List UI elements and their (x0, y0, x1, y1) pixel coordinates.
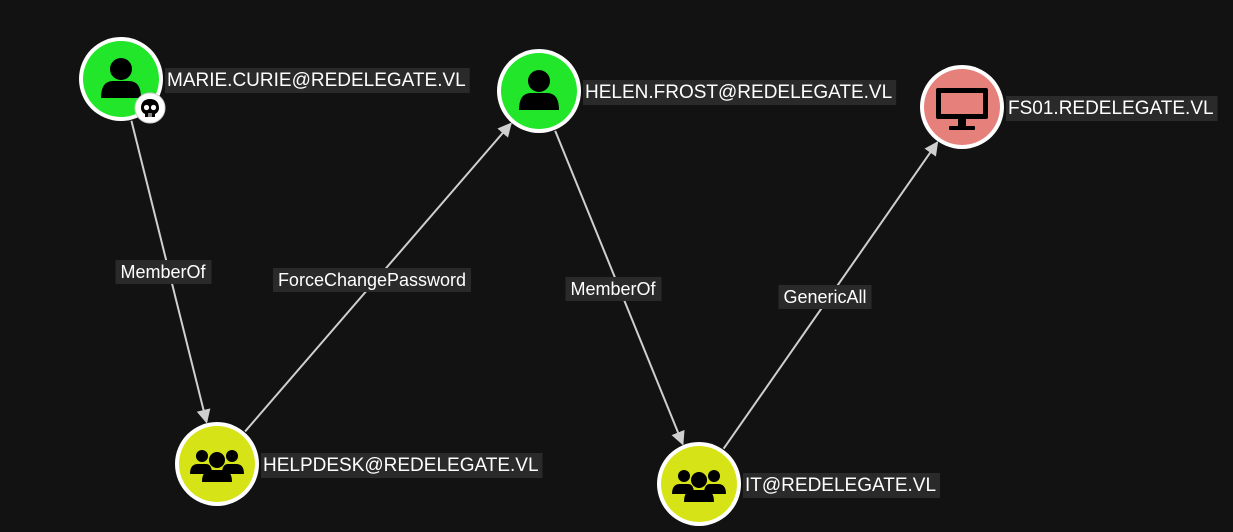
edge-label[interactable]: ForceChangePassword (278, 270, 466, 290)
edge-label[interactable]: MemberOf (120, 262, 206, 282)
edge-helpdesk-helen[interactable]: ForceChangePassword (244, 122, 512, 433)
edge-label-background (778, 285, 872, 309)
edge-helen-it[interactable]: MemberOf (554, 130, 685, 446)
node-label-background (583, 80, 897, 105)
edge-it-fs01[interactable]: GenericAll (722, 141, 939, 450)
node-label[interactable]: MARIE.CURIE@REDELEGATE.VL (167, 70, 466, 91)
node-helen[interactable]: HELEN.FROST@REDELEGATE.VL (497, 49, 897, 133)
edge-label[interactable]: MemberOf (570, 279, 656, 299)
node-fs01[interactable]: FS01.REDELEGATE.VL (920, 65, 1218, 149)
node-label-background (1006, 96, 1218, 121)
node-label-background (261, 453, 543, 478)
node-marie[interactable]: MARIE.CURIE@REDELEGATE.VL (79, 37, 470, 124)
skull-icon (134, 92, 166, 124)
node-label[interactable]: HELEN.FROST@REDELEGATE.VL (585, 82, 892, 103)
node-it[interactable]: IT@REDELEGATE.VL (657, 442, 941, 526)
node-label[interactable]: FS01.REDELEGATE.VL (1008, 98, 1214, 119)
node-circle[interactable] (924, 69, 1000, 145)
node-label-background (743, 473, 941, 498)
node-label[interactable]: HELPDESK@REDELEGATE.VL (263, 455, 539, 476)
edge-label-background (565, 277, 662, 301)
edge-label-background (115, 260, 212, 284)
edge-marie-helpdesk[interactable]: MemberOf (115, 120, 212, 424)
node-label-background (165, 68, 470, 93)
edge-label[interactable]: GenericAll (783, 287, 866, 307)
node-helpdesk[interactable]: HELPDESK@REDELEGATE.VL (175, 422, 543, 506)
node-label[interactable]: IT@REDELEGATE.VL (745, 475, 936, 496)
nodes-layer: MARIE.CURIE@REDELEGATE.VL HELEN.FROST@RED… (79, 37, 1218, 526)
edge-label-background (272, 268, 472, 292)
